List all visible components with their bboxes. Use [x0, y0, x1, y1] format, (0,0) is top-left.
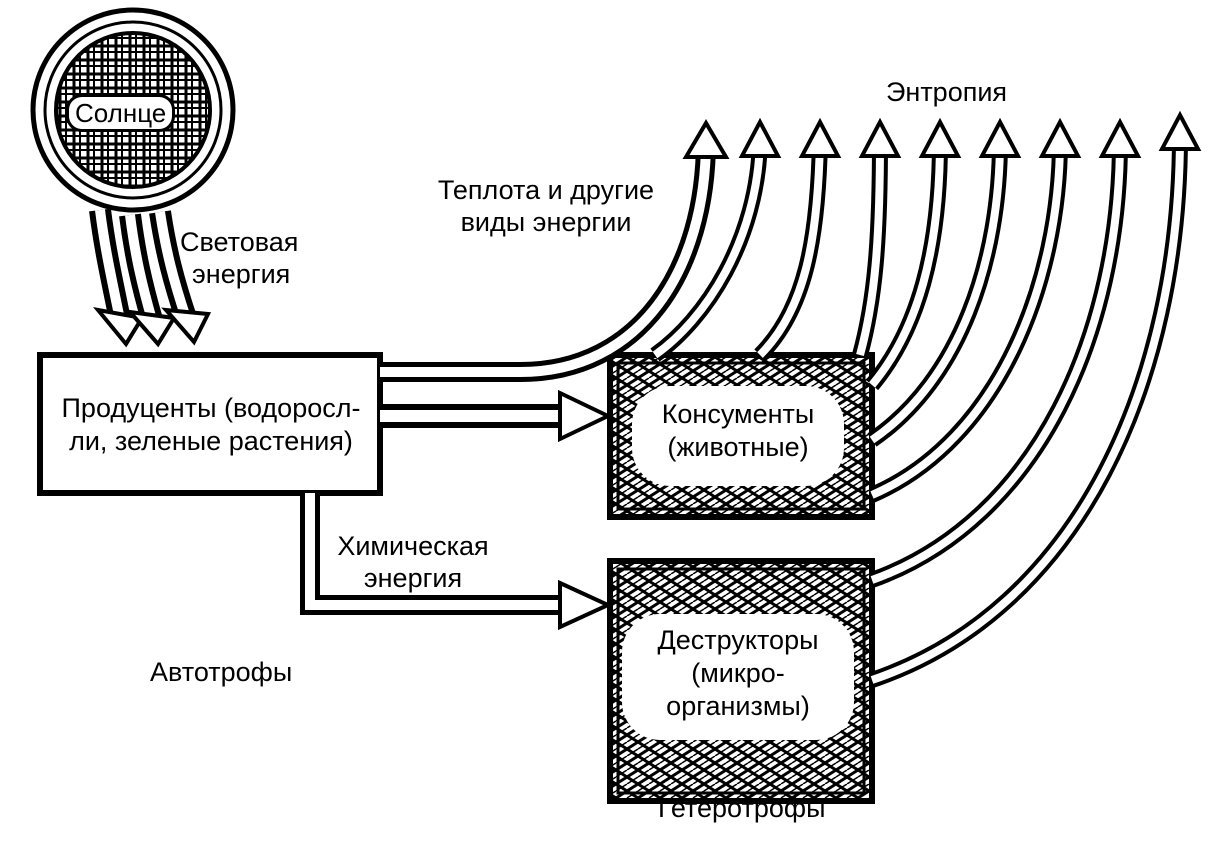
producers-box [37, 352, 383, 496]
decomposers-entropy-arrows [869, 110, 1202, 688]
producers-to-consumers-arrow [380, 389, 613, 443]
producers-label: Продуценты (водоросл- ли, зеленые растен… [61, 393, 361, 456]
heat-arrow [380, 119, 730, 382]
sun-label: Солнце [66, 94, 176, 132]
consumers-label: Консументы (животные) [661, 399, 815, 462]
light-energy-arrows [89, 208, 212, 348]
light-energy-label: Световая энергия [180, 227, 299, 289]
decomposers-label: Деструкторы (микро- организмы) [657, 625, 819, 721]
chemical-energy-label: Химическая энергия [337, 531, 489, 593]
heat-label: Теплота и другие виды энергии [437, 175, 655, 237]
decomposers-text-bg [622, 614, 854, 740]
consumers-entropy-arrows [650, 117, 1082, 503]
heterotrophs-label: Гетеротрофы [658, 793, 826, 823]
consumers-text-bg [632, 386, 844, 486]
chemical-energy-arrow [300, 493, 613, 631]
entropy-label: Энтропия [886, 77, 1008, 107]
autotrophs-label: Автотрофы [150, 657, 293, 687]
